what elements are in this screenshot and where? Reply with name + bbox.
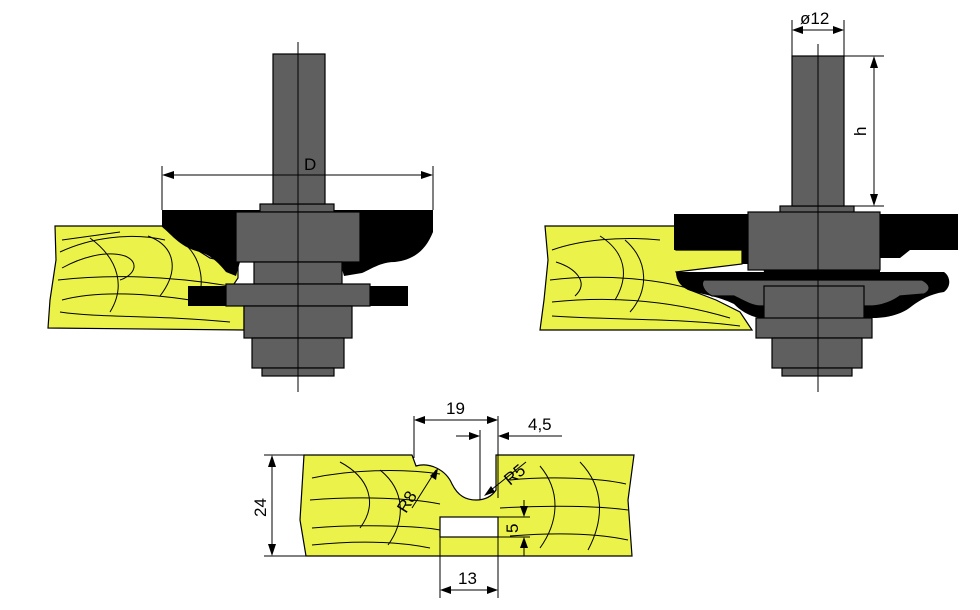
left-lower-cutter-left bbox=[188, 286, 228, 306]
label-19: 19 bbox=[446, 399, 465, 418]
left-assembly: D bbox=[47, 42, 434, 392]
profile-wood-board bbox=[299, 454, 635, 557]
d45-arrow-right bbox=[498, 432, 509, 440]
h-arrow-bottom bbox=[870, 194, 878, 206]
profile-section: 19 4,5 R5 R8 24 5 13 bbox=[251, 399, 635, 598]
h-arrow-top bbox=[870, 56, 878, 68]
left-collar bbox=[259, 203, 335, 213]
left-shank bbox=[272, 53, 326, 205]
label-d: D bbox=[304, 155, 316, 174]
profile-wood-grain bbox=[309, 461, 629, 551]
right-cap bbox=[781, 367, 853, 377]
label-5: 5 bbox=[503, 524, 522, 533]
d19-arrow-right bbox=[487, 416, 498, 424]
d24-arrow-bottom bbox=[268, 544, 276, 556]
label-24: 24 bbox=[251, 498, 270, 517]
label-13: 13 bbox=[458, 569, 477, 588]
d45-arrow-left bbox=[469, 432, 480, 440]
d-arrow-right bbox=[421, 171, 433, 179]
shank-arrow-left bbox=[792, 26, 803, 34]
d24-arrow-top bbox=[268, 455, 276, 467]
left-wood-grain bbox=[57, 231, 231, 323]
d13-arrow-right bbox=[487, 586, 498, 594]
right-lower-hub bbox=[763, 285, 865, 323]
d-arrow-left bbox=[162, 171, 174, 179]
right-hub bbox=[747, 211, 881, 271]
right-bearing bbox=[755, 317, 873, 339]
r8-arrow bbox=[430, 468, 438, 480]
right-assembly: ø12 h bbox=[539, 9, 958, 392]
profile-groove bbox=[439, 516, 499, 538]
r5-arrow bbox=[484, 486, 495, 496]
right-nut bbox=[771, 337, 863, 369]
label-4-5: 4,5 bbox=[528, 415, 552, 434]
left-lower-cutter-right bbox=[368, 286, 408, 306]
label-shank-diameter: ø12 bbox=[800, 9, 829, 28]
label-h: h bbox=[851, 127, 870, 136]
shank-arrow-right bbox=[833, 26, 844, 34]
d13-arrow-left bbox=[440, 586, 451, 594]
d19-arrow-left bbox=[414, 416, 425, 424]
d5-arrow-bottom bbox=[520, 537, 528, 548]
right-wood-grain bbox=[549, 235, 741, 327]
d5-arrow-top bbox=[520, 506, 528, 517]
